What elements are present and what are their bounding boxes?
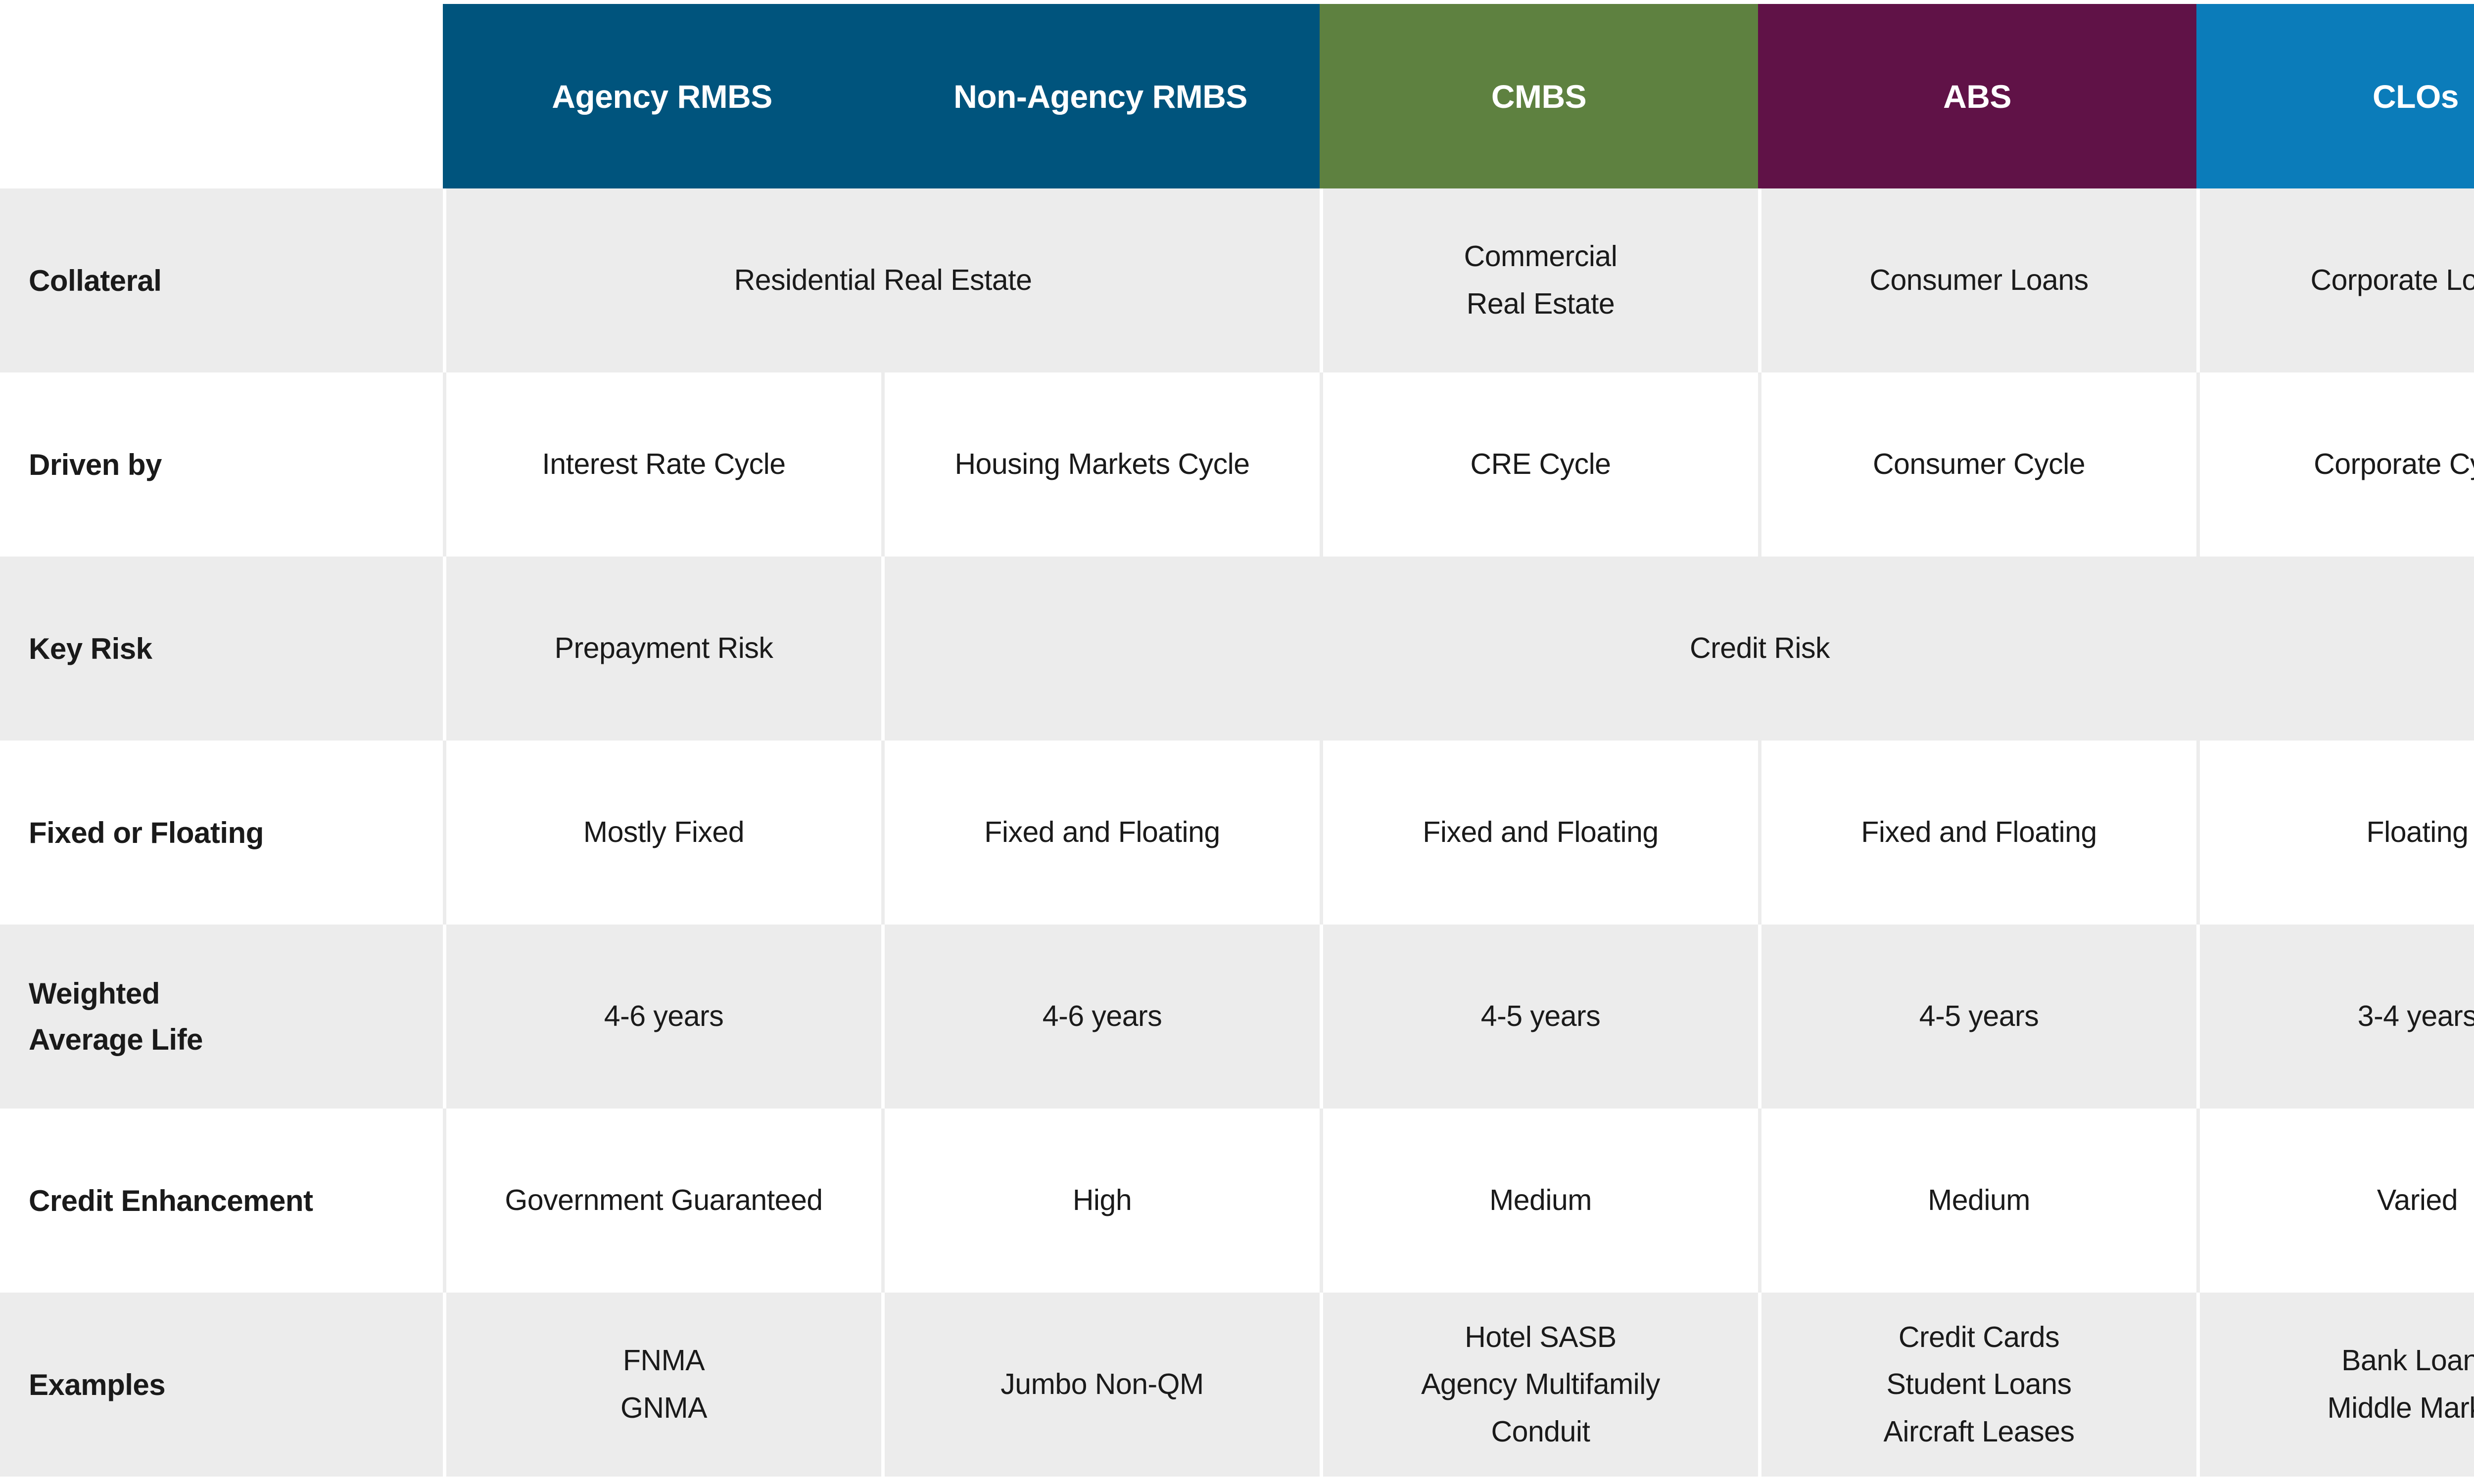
- cell-driven-by-abs: Consumer Cycle: [1758, 372, 2196, 556]
- column-header-agency-rmbs: Agency RMBS: [552, 78, 772, 115]
- cell-examples-cmbs: Hotel SASB Agency Multifamily Conduit: [1320, 1293, 1758, 1477]
- cell-driven-by-non-agency: Housing Markets Cycle: [881, 372, 1320, 556]
- cell-ce-non-agency: High: [881, 1109, 1320, 1293]
- cell-fixed-cmbs: Fixed and Floating: [1320, 741, 1758, 925]
- cell-driven-by-cmbs: CRE Cycle: [1320, 372, 1758, 556]
- cell-ce-cmbs: Medium: [1320, 1109, 1758, 1293]
- cell-collateral-cmbs: Commercial Real Estate: [1320, 188, 1758, 372]
- row-label-key-risk: Key Risk: [0, 556, 443, 741]
- row-label-collateral: Collateral: [0, 188, 443, 372]
- cell-wal-abs: 4-5 years: [1758, 925, 2196, 1109]
- cell-fixed-agency: Mostly Fixed: [443, 741, 881, 925]
- cell-examples-clos: Bank Loans Middle Market: [2196, 1293, 2474, 1477]
- column-header-rmbs-group: Agency RMBS Non-Agency RMBS: [443, 4, 1320, 188]
- cell-wal-cmbs: 4-5 years: [1320, 925, 1758, 1109]
- row-label-driven-by: Driven by: [0, 372, 443, 556]
- cell-wal-agency: 4-6 years: [443, 925, 881, 1109]
- column-header-clos: CLOs: [2196, 4, 2474, 188]
- comparison-grid: Agency RMBS Non-Agency RMBS CMBS ABS CLO…: [0, 4, 2474, 1477]
- column-header-non-agency-rmbs: Non-Agency RMBS: [953, 78, 1247, 115]
- cell-examples-abs: Credit Cards Student Loans Aircraft Leas…: [1758, 1293, 2196, 1477]
- cell-fixed-clos: Floating: [2196, 741, 2474, 925]
- cell-ce-agency: Government Guaranteed: [443, 1109, 881, 1293]
- cell-examples-agency: FNMA GNMA: [443, 1293, 881, 1477]
- cell-ce-clos: Varied: [2196, 1109, 2474, 1293]
- corner-spacer: [0, 4, 443, 188]
- cell-key-risk-agency: Prepayment Risk: [443, 556, 881, 741]
- column-header-abs: ABS: [1758, 4, 2196, 188]
- cell-collateral-clos: Corporate Loans: [2196, 188, 2474, 372]
- cell-ce-abs: Medium: [1758, 1109, 2196, 1293]
- cell-fixed-non-agency: Fixed and Floating: [881, 741, 1320, 925]
- row-label-examples: Examples: [0, 1293, 443, 1477]
- row-label-credit-enhancement: Credit Enhancement: [0, 1109, 443, 1293]
- row-label-fixed-or-floating: Fixed or Floating: [0, 741, 443, 925]
- cell-fixed-abs: Fixed and Floating: [1758, 741, 2196, 925]
- cell-examples-non-agency: Jumbo Non-QM: [881, 1293, 1320, 1477]
- cell-wal-clos: 3-4 years: [2196, 925, 2474, 1109]
- column-header-cmbs: CMBS: [1320, 4, 1758, 188]
- cell-driven-by-agency: Interest Rate Cycle: [443, 372, 881, 556]
- cell-wal-non-agency: 4-6 years: [881, 925, 1320, 1109]
- cell-key-risk-others: Credit Risk: [881, 556, 2474, 741]
- row-label-weighted-average-life: Weighted Average Life: [0, 925, 443, 1109]
- cell-collateral-rmbs: Residential Real Estate: [443, 188, 1320, 372]
- cell-driven-by-clos: Corporate Cycle: [2196, 372, 2474, 556]
- cell-collateral-abs: Consumer Loans: [1758, 188, 2196, 372]
